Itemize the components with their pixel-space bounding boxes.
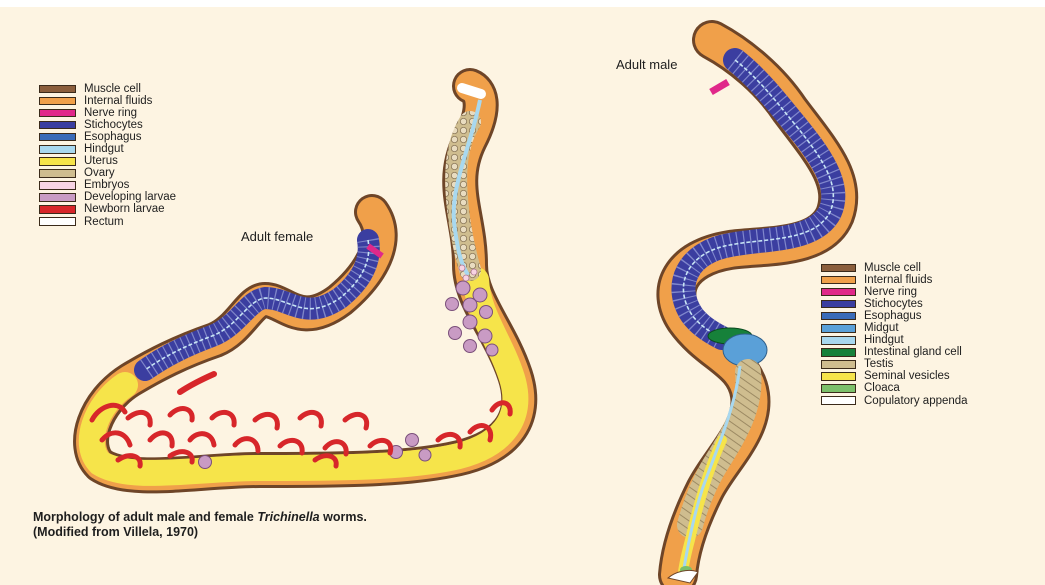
male-legend-label: Nerve ring: [864, 286, 917, 298]
male-legend-item: Testis: [821, 358, 968, 370]
male-legend-item: Seminal vesicles: [821, 370, 968, 382]
female-legend-item: Ovary: [39, 167, 176, 179]
female-legend-item: Newborn larvae: [39, 203, 176, 215]
male-legend-swatch: [821, 336, 856, 345]
male-legend-item: Nerve ring: [821, 286, 968, 298]
female-legend-label: Developing larvae: [84, 191, 176, 203]
adult-female-label: Adult female: [241, 229, 313, 244]
female-legend-swatch: [39, 193, 76, 202]
female-legend-item: Uterus: [39, 155, 176, 167]
male-legend-label: Internal fluids: [864, 274, 932, 286]
figure-caption: Morphology of adult male and female Tric…: [33, 510, 367, 540]
female-free-larva: [180, 374, 214, 392]
female-legend-label: Ovary: [84, 167, 115, 179]
male-legend-swatch: [821, 264, 856, 273]
male-legend-item: Internal fluids: [821, 274, 968, 286]
male-legend-label: Intestinal gland cell: [864, 346, 962, 358]
male-legend-label: Muscle cell: [864, 262, 921, 274]
female-legend-item: Internal fluids: [39, 95, 176, 107]
female-legend-swatch: [39, 121, 76, 130]
female-legend-swatch: [39, 181, 76, 190]
male-legend-label: Cloaca: [864, 382, 900, 394]
female-legend-item: Rectum: [39, 216, 176, 228]
female-legend-swatch: [39, 97, 76, 106]
male-legend-swatch: [821, 312, 856, 321]
male-legend-label: Stichocytes: [864, 298, 923, 310]
female-legend-item: Stichocytes: [39, 119, 176, 131]
male-legend-label: Testis: [864, 358, 893, 370]
male-legend-label: Seminal vesicles: [864, 370, 950, 382]
female-legend-swatch: [39, 109, 76, 118]
male-legend-item: Esophagus: [821, 310, 968, 322]
female-legend-label: Internal fluids: [84, 95, 152, 107]
caption-text-start: Morphology of adult male and female: [33, 510, 257, 524]
female-legend-swatch: [39, 217, 76, 226]
female-legend-swatch: [39, 169, 76, 178]
female-rectum: [462, 88, 481, 94]
female-legend-label: Rectum: [84, 216, 124, 228]
female-legend-swatch: [39, 157, 76, 166]
male-worm: [668, 40, 838, 583]
male-legend-label: Copulatory appenda: [864, 395, 968, 407]
male-legend-item: Intestinal gland cell: [821, 346, 968, 358]
female-legend-label: Muscle cell: [84, 83, 141, 95]
female-legend-item: Muscle cell: [39, 83, 176, 95]
male-legend-swatch: [821, 324, 856, 333]
male-legend-swatch: [821, 396, 856, 405]
female-legend-swatch: [39, 85, 76, 94]
male-legend-item: Copulatory appenda: [821, 395, 968, 407]
female-legend-item: Nerve ring: [39, 107, 176, 119]
caption-line-1: Morphology of adult male and female Tric…: [33, 510, 367, 525]
male-legend-label: Esophagus: [864, 310, 922, 322]
male-legend-swatch: [821, 348, 856, 357]
caption-text-end: worms.: [320, 510, 367, 524]
female-legend-item: Hindgut: [39, 143, 176, 155]
male-legend-item: Cloaca: [821, 382, 968, 394]
female-legend-item: Developing larvae: [39, 191, 176, 203]
male-legend-item: Stichocytes: [821, 298, 968, 310]
male-legend-swatch: [821, 372, 856, 381]
male-legend-swatch: [821, 276, 856, 285]
adult-male-label: Adult male: [616, 57, 677, 72]
caption-genus: Trichinella: [257, 510, 319, 524]
male-legend-swatch: [821, 360, 856, 369]
female-legend-label: Esophagus: [84, 131, 142, 143]
female-legend-item: Embryos: [39, 179, 176, 191]
female-legend-label: Newborn larvae: [84, 203, 165, 215]
female-legend-label: Hindgut: [84, 143, 124, 155]
caption-line-2: (Modified from Villela, 1970): [33, 525, 367, 540]
female-legend-label: Uterus: [84, 155, 118, 167]
male-legend-item: Muscle cell: [821, 262, 968, 274]
male-legend-swatch: [821, 300, 856, 309]
male-legend-label: Hindgut: [864, 334, 904, 346]
female-legend-swatch: [39, 145, 76, 154]
female-legend-label: Embryos: [84, 179, 129, 191]
male-legend-item: Hindgut: [821, 334, 968, 346]
female-legend-label: Stichocytes: [84, 119, 143, 131]
female-legend-swatch: [39, 133, 76, 142]
male-nerve-ring: [711, 82, 728, 92]
male-legend-label: Midgut: [864, 322, 899, 334]
female-legend-item: Esophagus: [39, 131, 176, 143]
female-legend-label: Nerve ring: [84, 107, 137, 119]
female-legend-swatch: [39, 205, 76, 214]
male-legend-swatch: [821, 288, 856, 297]
male-legend-item: Midgut: [821, 322, 968, 334]
male-legend-swatch: [821, 384, 856, 393]
